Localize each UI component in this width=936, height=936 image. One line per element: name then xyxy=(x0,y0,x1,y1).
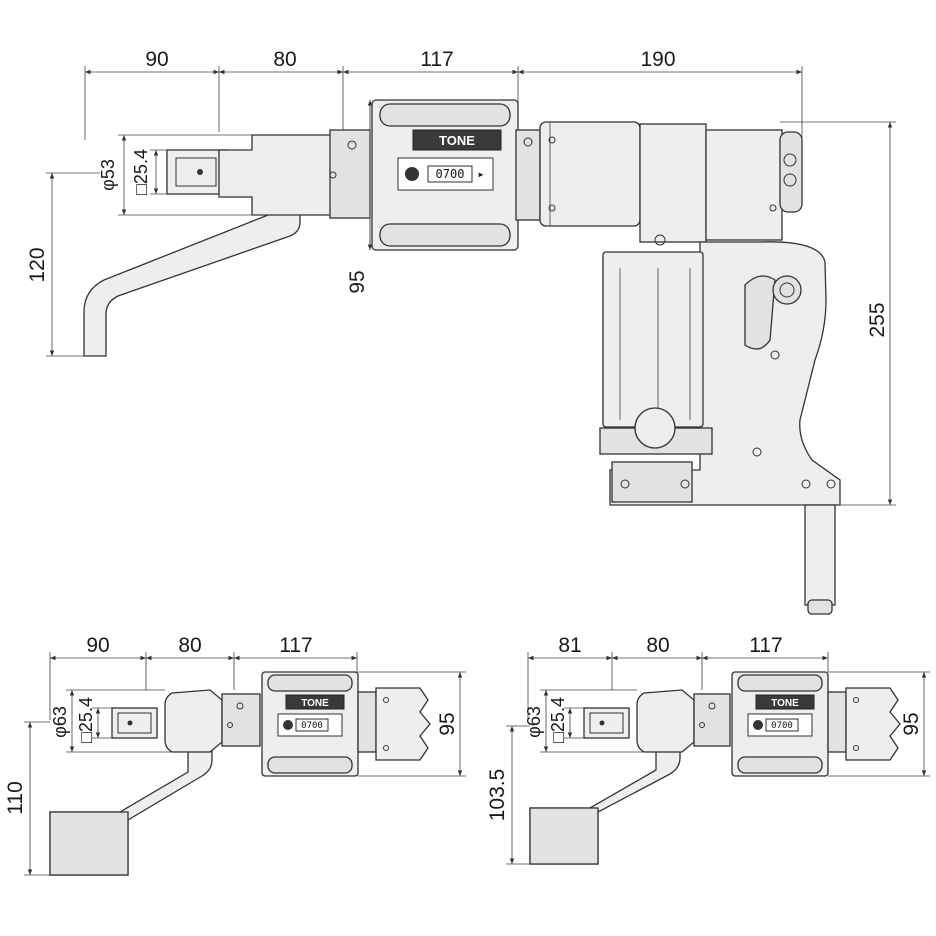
view-b: 81 80 117 TONE 0700 xyxy=(486,634,930,865)
view-a-left-height: 110 xyxy=(4,781,27,814)
motor-housing xyxy=(539,121,803,246)
main-left-height: 120 xyxy=(26,247,49,282)
view-b-square-label: □25.4 xyxy=(548,697,568,743)
nose-section xyxy=(218,134,341,216)
direction-switch xyxy=(772,275,802,305)
main-left-dimensions: φ53 □25.4 120 xyxy=(26,134,268,357)
view-b-collar xyxy=(693,693,731,747)
view-b-dim-81: 81 xyxy=(558,634,581,657)
view-b-left-height: 103.5 xyxy=(486,769,509,822)
main-dim-190: 190 xyxy=(640,48,675,71)
reset-knob xyxy=(405,167,419,181)
view-b-gearbox: TONE 0700 xyxy=(731,671,829,777)
svg-text:▸: ▸ xyxy=(477,167,484,181)
gearbox-bottom-grip xyxy=(379,223,511,247)
view-b-right-height: 95 xyxy=(900,712,923,735)
main-total-height: 255 xyxy=(780,121,896,506)
view-a-left-dimensions: φ63 □25.4 110 xyxy=(4,689,172,876)
view-b-phi-label: φ63 xyxy=(524,706,544,738)
view-a-counter-readout: 0700 xyxy=(301,721,323,731)
view-a-brand-label: TONE xyxy=(301,698,329,709)
rear-switch xyxy=(779,131,803,213)
view-a-nose xyxy=(164,689,223,753)
view-a-dim-90: 90 xyxy=(86,634,109,657)
main-square-label: □25.4 xyxy=(131,149,151,195)
main-phi-label: φ53 xyxy=(98,159,118,191)
drive-pin xyxy=(197,169,203,175)
main-body-height: 95 xyxy=(346,100,373,294)
motor-collar xyxy=(515,129,541,221)
view-a-dim-117: 117 xyxy=(279,634,312,657)
pistol-grip xyxy=(609,241,841,506)
main-dim-90: 90 xyxy=(145,48,168,71)
view-a-top-dimensions: 90 80 117 xyxy=(49,634,358,720)
counter-readout: 0700 xyxy=(436,167,465,181)
view-a-gearbox: TONE 0700 xyxy=(261,671,359,777)
main-top-dimensions: 90 80 117 190 xyxy=(84,48,803,140)
trigger xyxy=(744,275,776,350)
view-b-motor-stub xyxy=(845,687,901,761)
view-a: 90 80 117 TONE 0700 xyxy=(4,634,466,876)
view-a-right-height: 95 xyxy=(436,712,459,735)
view-a-motor-collar xyxy=(357,691,377,753)
main-body-95: 95 xyxy=(346,270,369,293)
view-a-square-label: □25.4 xyxy=(76,697,96,743)
reaction-arm xyxy=(83,206,301,357)
view-b-dim-80: 80 xyxy=(646,634,669,657)
main-dim-117: 117 xyxy=(420,48,453,71)
view-b-nose xyxy=(636,689,695,753)
view-a-motor-stub xyxy=(375,687,431,761)
gearbox-block: TONE 0700 ▸ xyxy=(371,99,519,251)
power-cord xyxy=(804,504,836,606)
view-a-dim-80: 80 xyxy=(178,634,201,657)
view-a-collar xyxy=(221,693,261,747)
view-b-dim-117: 117 xyxy=(749,634,782,657)
gearbox-top-grip xyxy=(379,103,511,127)
view-b-top-dimensions: 81 80 117 xyxy=(527,634,829,720)
cylinder-unit xyxy=(599,251,836,503)
view-a-right-dimension: 95 xyxy=(358,671,466,777)
view-b-left-dimensions: φ63 □25.4 103.5 xyxy=(486,689,644,865)
base-plate xyxy=(611,461,693,503)
main-view: 90 80 117 190 TONE 0700 ▸ xyxy=(26,48,896,615)
brand-label: TONE xyxy=(439,133,475,148)
main-dim-80: 80 xyxy=(273,48,296,71)
view-b-counter-readout: 0700 xyxy=(771,721,793,731)
brand-plate xyxy=(412,129,502,151)
view-b-brand-label: TONE xyxy=(771,698,799,709)
cylinder-cap xyxy=(634,407,676,449)
main-total-255: 255 xyxy=(866,302,889,337)
view-b-motor-collar xyxy=(827,691,847,753)
view-a-phi-label: φ63 xyxy=(50,706,70,738)
view-b-right-dimension: 95 xyxy=(828,671,930,777)
